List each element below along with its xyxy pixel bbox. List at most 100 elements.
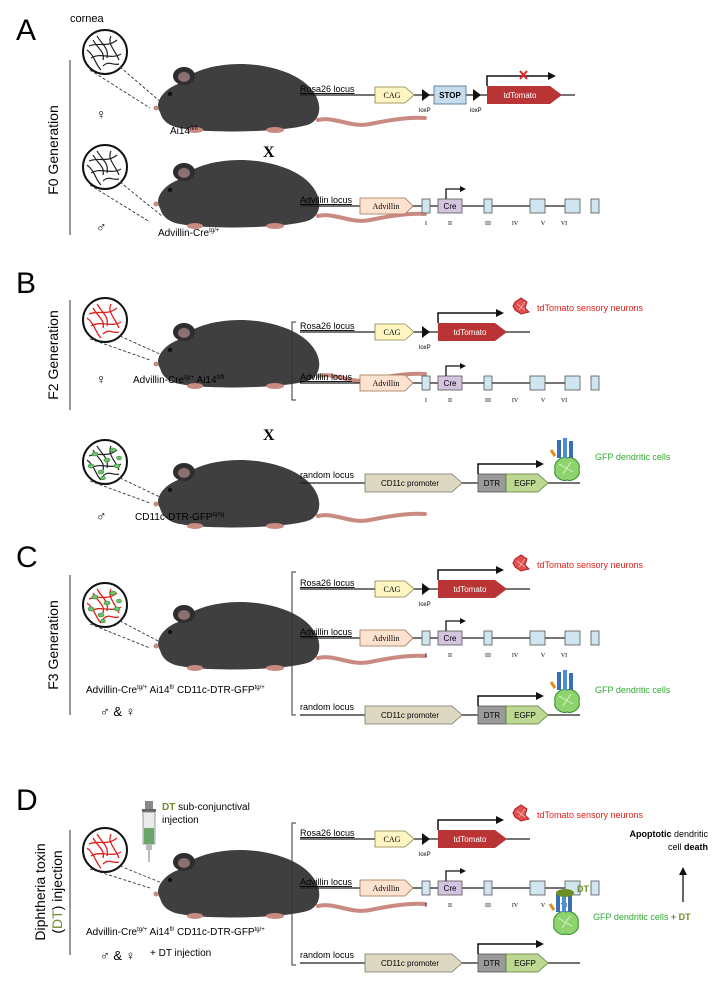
gfp-protein-icon [549,436,581,482]
cd11c-promoter-c: CD11c promoter [381,711,439,720]
svg-text:III: III [485,653,491,659]
mouse-male-a-icon [151,158,427,231]
apoptotic-line1: Apoptotic dendritic [629,829,708,839]
panel-b: B F2 Generation ♀ Advillin-Cretg/+ Ai14f… [16,267,671,531]
svg-text:I: I [425,653,427,659]
generation-label-d1: Diphtheria toxin [32,843,48,940]
svg-text:II: II [448,653,452,659]
advillin-promoter-b: Advillin [373,379,400,388]
dtr-label-c: DTR [484,711,501,720]
syringe-caption-line2: injection [162,815,199,826]
male-symbol-a: ♂ [96,219,107,235]
svg-text:II: II [448,903,452,909]
advillin-locus-label-d: Advillin locus [300,877,353,887]
panel-letter-d: D [16,784,38,817]
advillin-promoter-a: Advillin [373,202,400,211]
tdtomato-protein-icon [512,554,530,572]
cre-label-b: Cre [444,379,457,388]
tdtomato-label-b: tdTomato [454,328,487,337]
tdtomato-label-a: tdTomato [504,91,537,100]
panel-c: C F3 Generation Advillin-Cretg/+ Ai14fl/… [16,541,671,725]
svg-text:IV: IV [512,221,519,227]
rosa-locus-label-c: Rosa26 locus [300,578,355,588]
tdtomato-protein-icon [512,297,530,315]
cornea-red-eye-icon [82,297,128,343]
svg-text:I: I [425,903,427,909]
advillin-promoter-c: Advillin [373,634,400,643]
syringe-caption: DT sub-conjunctival [162,802,250,813]
dtr-label-d: DTR [484,959,501,968]
svg-text:IV: IV [512,653,519,659]
svg-text:II: II [448,221,452,227]
cre-label-c: Cre [444,634,457,643]
svg-text:VI: VI [561,221,567,227]
loxp-label-c: loxP [419,602,431,608]
female-strain-a: Ai14fl/fl [170,126,198,137]
generation-label-a: F0 Generation [45,105,61,195]
panel-a: A cornea F0 Generation ♀ Ai14fl/fl ♂ Adv… [16,13,600,239]
egfp-label-b: EGFP [514,479,536,488]
svg-text:V: V [541,398,546,404]
panel-letter-b: B [16,267,36,300]
svg-text:II: II [448,398,452,404]
sex-symbols-d: ♂ & ♀ [100,948,135,963]
advillin-locus-label-b: Advillin locus [300,372,353,382]
tdtomato-label-c: tdTomato [454,585,487,594]
female-symbol-b: ♀ [96,371,107,387]
panel-d: D DT sub-conjunctival injection Diphther… [16,784,708,973]
cag-label-d: CAG [384,835,401,844]
cre-label-a: Cre [444,202,457,211]
egfp-label-c: EGFP [514,711,536,720]
f3-strain-c: Advillin-Cretg/+ Ai14fl/ CD11c-DTR-GFPtg… [86,685,265,696]
exon-labels-b: I II III IV V VI [425,398,567,404]
generation-label-d2: (DT) injection [49,850,65,933]
cornea-red-eye-icon [82,827,128,873]
cd11c-promoter-b: CD11c promoter [381,479,439,488]
svg-text:I: I [425,221,427,227]
svg-text:V: V [541,903,546,909]
dtr-label-b: DTR [484,479,501,488]
syringe-icon [142,801,156,862]
cag-label-c: CAG [384,585,401,594]
svg-text:VI: VI [561,398,567,404]
cross-symbol-b: X [263,427,275,444]
gfp-result-b: GFP dendritic cells [595,452,671,462]
tdtomato-result-b: tdTomato sensory neurons [537,303,644,313]
cross-symbol-a: X [263,144,275,161]
exon-labels-c: I II III IV V VI [425,653,567,659]
exon-labels-a: I II III IV V VI [425,221,567,227]
dt-molecule-icon [556,889,574,897]
svg-text:IV: IV [512,903,519,909]
male-strain-a: Advillin-Cretg/+ [158,228,220,239]
stop-label-a: STOP [439,91,461,100]
random-locus-label-b: random locus [300,470,355,480]
egfp-label-d: EGFP [514,959,536,968]
tdtomato-label-d: tdTomato [454,835,487,844]
loxp-label-d: loxP [419,852,431,858]
random-locus-label-d: random locus [300,950,355,960]
tdtomato-result-d: tdTomato sensory neurons [537,810,644,820]
rosa-locus-label-a: Rosa26 locus [300,84,355,94]
male-strain-b: CD11c-DTR-GFPtg/tg [135,512,224,523]
exon-labels-d: I II III IV V VI [425,903,567,909]
cornea-label: cornea [70,13,105,25]
cd11c-promoter-d: CD11c promoter [381,959,439,968]
female-symbol-a: ♀ [96,106,107,122]
rosa-locus-label-b: Rosa26 locus [300,321,355,331]
loxp-label-b: loxP [419,345,431,351]
sex-symbols-c: ♂ & ♀ [100,704,135,719]
advillin-promoter-d: Advillin [373,884,400,893]
advillin-locus-label-c: Advillin locus [300,627,353,637]
svg-text:III: III [485,903,491,909]
svg-text:V: V [541,221,546,227]
generation-label-b: F2 Generation [45,310,61,400]
svg-text:III: III [485,398,491,404]
tdtomato-protein-icon [512,804,530,822]
rosa-locus-label-d: Rosa26 locus [300,828,355,838]
loxp-label-a2: loxP [470,108,482,114]
cag-label-b: CAG [384,328,401,337]
svg-text:VI: VI [561,653,567,659]
gfp-protein-icon [549,668,581,714]
dt-molecule-label: DT [577,884,589,894]
